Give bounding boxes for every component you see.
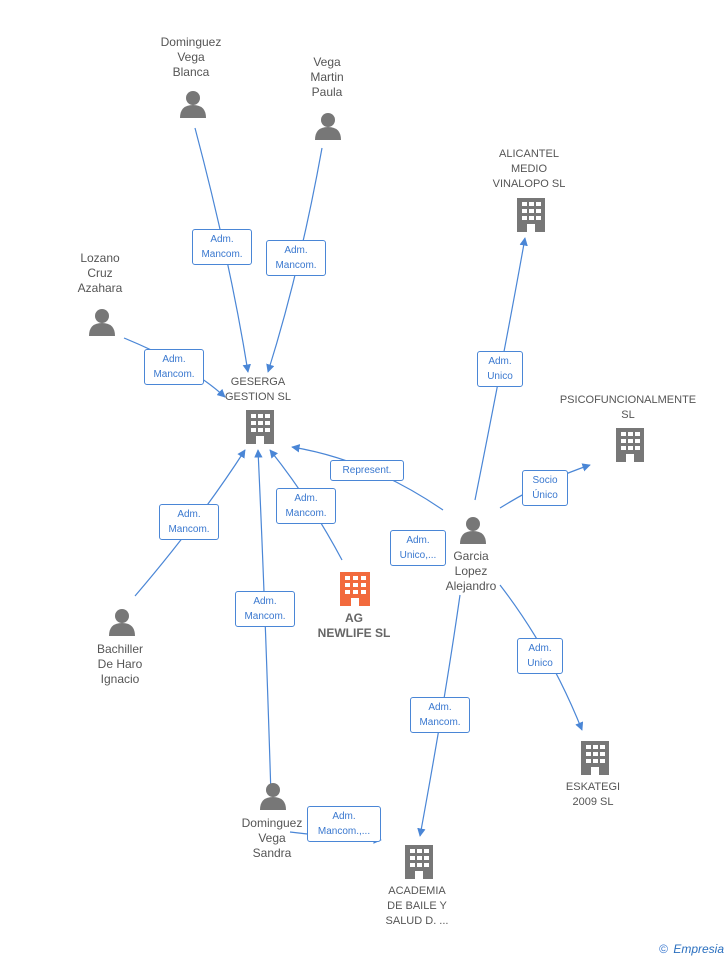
company-label[interactable]: PSICOFUNCIONALMENTE SL [559, 394, 697, 421]
company-label[interactable]: ESKATEGI 2009 SL [565, 781, 621, 808]
person-icon [260, 783, 286, 810]
edge-label[interactable]: Adm.Mancom.,... [307, 806, 381, 842]
brand-name: Empresia [673, 942, 724, 956]
person-icon [89, 309, 115, 336]
person-label[interactable]: Dominguez Vega Sandra [241, 816, 303, 860]
person-icon [315, 113, 341, 140]
edge-label[interactable]: Represent. [330, 460, 404, 481]
person-label[interactable]: Garcia Lopez Alejandro [445, 549, 497, 593]
edge-label[interactable]: Adm.Unico,... [390, 530, 446, 566]
person-label[interactable]: Vega Martin Paula [310, 55, 344, 99]
copyright-icon: © [659, 942, 668, 956]
building-icon [581, 741, 609, 775]
edge-label[interactable]: Adm.Mancom. [235, 591, 295, 627]
edge-label[interactable]: Adm.Mancom. [276, 488, 336, 524]
company-label[interactable]: ACADEMIA DE BAILE Y SALUD D. ... [385, 885, 449, 927]
building-icon [517, 198, 545, 232]
building-icon [246, 410, 274, 444]
company-label-highlighted[interactable]: AG NEWLIFE SL [317, 611, 391, 640]
person-label[interactable]: Bachiller De Haro Ignacio [96, 642, 144, 686]
person-icon [180, 91, 206, 118]
edge-label[interactable]: Adm.Mancom. [159, 504, 219, 540]
edge-label[interactable]: Adm.Mancom. [266, 240, 326, 276]
person-label[interactable]: Dominguez Vega Blanca [160, 35, 222, 79]
company-label[interactable]: GESERGA GESTION SL [224, 376, 292, 403]
person-label[interactable]: Lozano Cruz Azahara [77, 251, 123, 295]
edge-label[interactable]: Adm.Mancom. [410, 697, 470, 733]
company-label[interactable]: ALICANTEL MEDIO VINALOPO SL [492, 148, 566, 190]
brand-credit[interactable]: © Empresia [659, 942, 724, 956]
edge-label[interactable]: Adm.Mancom. [192, 229, 252, 265]
edge-label[interactable]: Adm.Unico [477, 351, 523, 387]
edge-label[interactable]: Adm.Unico [517, 638, 563, 674]
person-icon [460, 517, 486, 544]
building-icon-highlighted [340, 572, 370, 606]
edge-label[interactable]: Adm.Mancom. [144, 349, 204, 385]
person-icon [109, 609, 135, 636]
building-icon [616, 428, 644, 462]
building-icon [405, 845, 433, 879]
